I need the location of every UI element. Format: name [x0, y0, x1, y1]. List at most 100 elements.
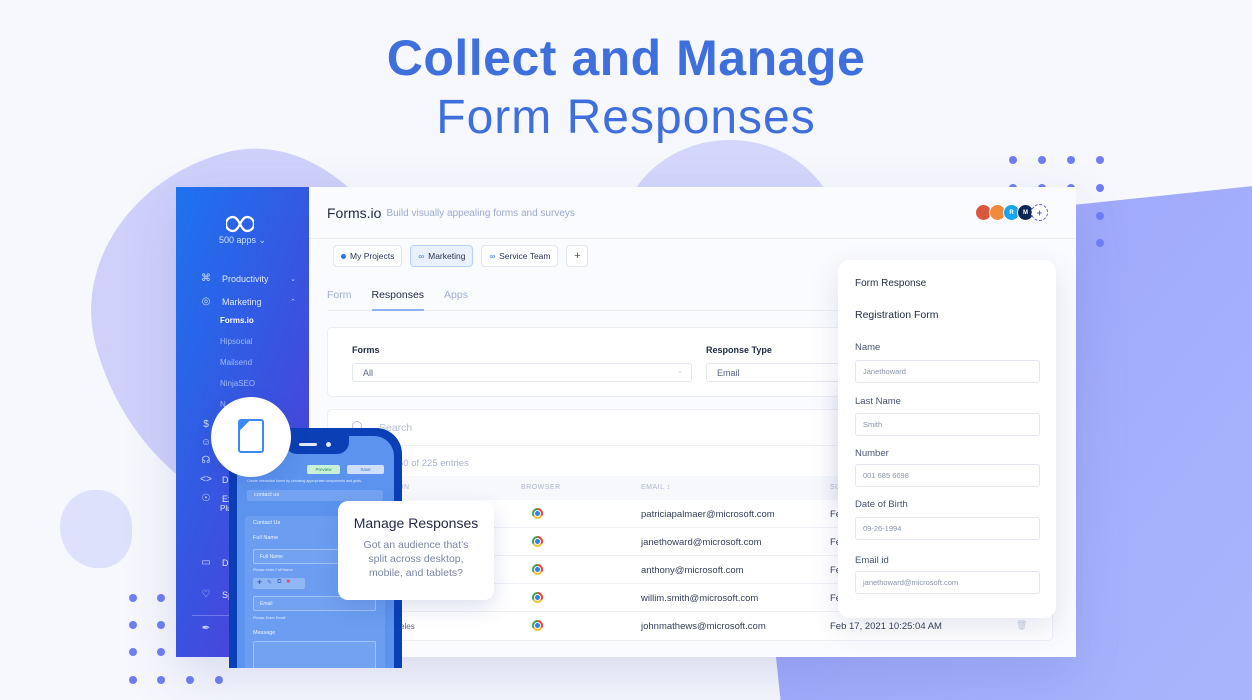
save-button[interactable]: Save: [347, 465, 384, 474]
add-user-icon[interactable]: +: [1031, 204, 1048, 221]
field-label: Date of Birth: [855, 499, 908, 510]
move-icon[interactable]: ✚: [257, 580, 263, 586]
trash-icon[interactable]: 🗑: [1016, 620, 1028, 630]
number-field[interactable]: 001 685 6698: [855, 464, 1040, 487]
user-icon: ☺: [200, 437, 212, 448]
phone-description: Create interactive forms by choosing app…: [247, 479, 362, 483]
callout-body: Got an audience that’s split across desk…: [363, 539, 469, 579]
entries-count: 50 of 225 entries: [398, 458, 469, 469]
tab-responses[interactable]: Responses: [371, 283, 425, 311]
link-icon: ∞: [418, 251, 425, 261]
app-title: Forms.io: [327, 204, 382, 221]
command-icon: ⌘: [201, 273, 211, 284]
headphones-icon: ☊: [201, 455, 211, 466]
full-name-label: Full Name: [253, 535, 279, 541]
dot-icon: [341, 253, 346, 259]
chrome-icon: [532, 536, 543, 547]
column-browser[interactable]: BROWSER: [521, 484, 561, 491]
column-email[interactable]: EMAIL ↕: [641, 484, 671, 491]
chip-my-projects[interactable]: My Projects: [333, 245, 403, 267]
last-name-field[interactable]: Smith: [855, 413, 1040, 436]
tab-form[interactable]: Form: [327, 289, 352, 301]
table-row[interactable]: patriciapalmaer@microsoft.com Fe: [328, 500, 1054, 528]
column-submitted[interactable]: SU: [830, 484, 841, 491]
app-tagline: Build visually appealing forms and surve…: [386, 208, 575, 219]
crosshair-icon: ◎: [201, 296, 211, 307]
callout-title: Manage Responses: [353, 515, 479, 531]
field-label: Last Name: [855, 396, 901, 407]
name-field[interactable]: Janethoward: [855, 360, 1040, 383]
table-row[interactable]: willim.smith@microsoft.com Fe: [328, 584, 1054, 612]
sidebar-subitem-partial[interactable]: N: [220, 400, 226, 409]
delete-icon[interactable]: ■: [286, 579, 290, 585]
project-chips: My Projects ∞Marketing ∞Service Team +: [333, 245, 589, 267]
sidebar-subitem-mailsend[interactable]: Mailsend: [220, 358, 253, 367]
sidebar-item-productivity[interactable]: ⌘ Productivity ⌄: [201, 273, 296, 284]
preview-button[interactable]: Preview: [307, 465, 340, 474]
sidebar-item-desktop[interactable]: ▭De: [201, 557, 234, 568]
chevron-down-icon: ⌄: [290, 275, 296, 283]
speaker-icon: [299, 443, 317, 446]
tab-bar: Form Responses Apps: [327, 283, 1027, 311]
form-response-panel: Form Response Registration Form Name Jan…: [838, 260, 1056, 618]
background-blob: [60, 490, 132, 568]
card-title: Contact Us: [253, 520, 281, 526]
tablet-icon: [238, 419, 264, 453]
form-title-field[interactable]: contact us: [247, 490, 383, 501]
sidebar-item-sponsor[interactable]: ♡Sp: [201, 589, 234, 600]
panel-title: Form Response: [855, 278, 927, 289]
add-chip-button[interactable]: +: [566, 245, 589, 267]
phone-notch: [237, 436, 394, 456]
tab-apps[interactable]: Apps: [444, 289, 468, 301]
avatar-group: R M +: [975, 204, 1048, 221]
chrome-icon: [532, 564, 543, 575]
dollar-icon: $: [203, 419, 209, 430]
message-label: Message: [253, 630, 276, 636]
sidebar-item-feedback[interactable]: ✒: [200, 623, 296, 634]
chip-service-team[interactable]: ∞Service Team: [481, 245, 559, 267]
chevron-down-icon: ⌄: [677, 368, 683, 375]
date-of-birth-field[interactable]: 09-26-1994: [855, 517, 1040, 540]
column-location[interactable]: ON: [398, 484, 410, 491]
hero-subtitle: Form Responses: [436, 91, 816, 144]
apps-count-dropdown[interactable]: 500 apps ⌄: [218, 235, 267, 245]
filters-card: Forms All ⌄ Response Type Email: [327, 327, 876, 397]
camera-icon: [326, 442, 331, 447]
sidebar-subitem-ninjaseo[interactable]: NinjaSEO: [220, 379, 256, 388]
field-label: Number: [855, 448, 889, 459]
chrome-icon: [532, 508, 543, 519]
top-bar: Forms.io Build visually appealing forms …: [309, 187, 1076, 239]
sidebar-item-extensions[interactable]: ☉Ex: [201, 493, 233, 504]
table-row[interactable]: janethoward@microsoft.com Fe: [328, 528, 1054, 556]
heart-icon: ♡: [201, 589, 211, 600]
hero-heading: Collect and Manage Form Responses: [0, 30, 1252, 148]
monitor-icon: ▭: [201, 557, 211, 568]
table-row[interactable]: anthony@microsoft.com Fe: [328, 556, 1054, 584]
chevron-up-icon: ⌃: [290, 298, 296, 306]
sidebar-item-billing[interactable]: $: [200, 419, 296, 430]
sidebar-subitem-hipsocial[interactable]: Hipsocial: [220, 337, 253, 346]
sidebar-item-users[interactable]: ☺: [200, 437, 296, 448]
forms-select[interactable]: All ⌄: [352, 363, 692, 382]
sidebar-item-marketing[interactable]: ◎ Marketing ⌃: [201, 296, 296, 307]
chip-marketing[interactable]: ∞Marketing: [410, 245, 474, 267]
chrome-icon: [532, 592, 543, 603]
copy-icon[interactable]: ⧉: [277, 579, 282, 585]
edit-icon[interactable]: ✎: [267, 580, 273, 586]
hero-title: Collect and Manage: [386, 30, 866, 86]
link-icon: ∞: [489, 251, 496, 261]
field-toolbar: ✚ ✎ ⧉ ■: [253, 578, 305, 589]
sidebar-subitem-forms-io[interactable]: Forms.io: [220, 316, 254, 325]
chrome-extension-icon: ☉: [201, 493, 211, 504]
code-icon: <>: [200, 474, 212, 485]
forms-label: Forms: [352, 345, 380, 355]
sidebar-item-support[interactable]: ☊: [200, 455, 296, 466]
message-input[interactable]: [253, 641, 376, 668]
email-field[interactable]: janethoward@microsoft.com: [855, 571, 1040, 594]
notch-bar: [285, 436, 349, 454]
tablet-badge: [211, 397, 291, 477]
manage-responses-callout: Manage Responses Got an audience that’s …: [338, 501, 494, 600]
sidebar-item-developer[interactable]: <>De: [200, 474, 234, 485]
field-label: Name: [855, 342, 881, 353]
infinity-logo-icon[interactable]: [226, 215, 254, 233]
